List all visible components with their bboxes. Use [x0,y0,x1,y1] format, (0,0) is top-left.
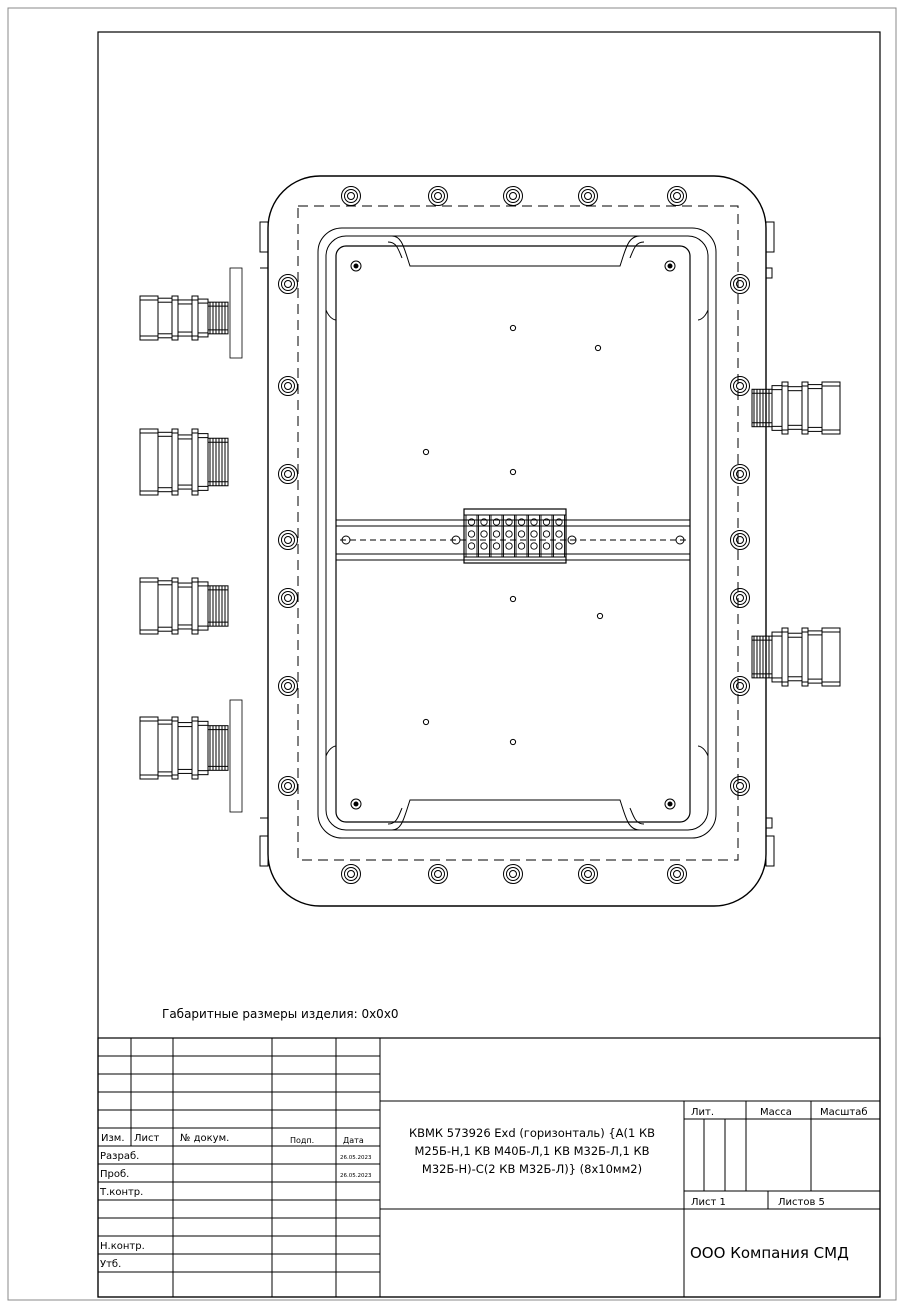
bolt [341,186,361,206]
terminal [515,514,528,558]
bolt [278,530,298,550]
terminal [553,514,565,558]
lit-label: Лит. [691,1107,714,1118]
terminal [528,514,540,558]
terminal [478,514,490,558]
bolt [278,464,298,484]
bolt [341,864,361,884]
cable-gland [139,295,229,341]
flange-bolts [278,186,750,884]
scale-label: Масштаб [820,1107,868,1118]
bolt [428,864,448,884]
terminal [540,514,553,558]
terminal-block [465,514,565,558]
bolt [730,776,750,796]
bolt [667,186,687,206]
bolt [503,186,523,206]
outer-border [7,7,897,1301]
terminal [465,514,478,558]
cable-gland [139,428,229,496]
header-doc-no: № докум. [180,1133,229,1144]
terminal [490,514,503,558]
cable-gland [139,577,229,635]
bracket [229,267,243,359]
bolt [278,776,298,796]
bolt [730,588,750,608]
cable-gland [751,627,841,687]
bolt [278,376,298,396]
header-date: Дата [343,1136,364,1145]
dimensions-note: Габаритные размеры изделия: 0x0x0 [162,1007,399,1021]
bolt [278,274,298,294]
bolt [278,676,298,696]
bolt [730,274,750,294]
mass-label: Масса [760,1107,792,1118]
title-line-1: КВМК 573926 Exd (горизонталь) {А(1 КВ [409,1126,655,1140]
bolt [428,186,448,206]
sheet-label: Лист 1 [691,1197,726,1208]
role-developed: Разраб. [100,1151,139,1162]
title-block [97,1037,881,1298]
bolt [730,464,750,484]
bolt [503,864,523,884]
cable-gland [751,381,841,435]
company-name: ООО Компания СМД [690,1244,849,1262]
date-checked: 26.05.2023 [340,1173,372,1179]
cable-gland [139,716,229,780]
title-line-3: М32Б-Н)-С(2 КВ М32Б-Л)} (8х10мм2) [422,1162,642,1176]
sheets-label: Листов 5 [778,1197,825,1208]
plate-holes [350,260,676,810]
role-checked: Проб. [100,1169,129,1180]
cable-glands [139,267,841,813]
enclosure [259,175,775,907]
bracket [229,699,243,813]
bolt [578,864,598,884]
header-sheet: Лист [134,1133,160,1144]
bolt [730,376,750,396]
bolt [278,588,298,608]
bolt [667,864,687,884]
title-line-2: М25Б-Н,1 КВ М40Б-Л,1 КВ М32Б-Л,1 КВ [414,1144,649,1158]
role-approved: Утб. [100,1259,121,1270]
bolt [730,530,750,550]
bolt [730,676,750,696]
date-developed: 26.05.2023 [340,1155,372,1161]
role-tech-control: Т.контр. [99,1187,143,1198]
header-sign: Подп. [290,1136,314,1145]
role-norm-control: Н.контр. [100,1241,145,1252]
header-change: Изм. [101,1133,125,1144]
bolt [578,186,598,206]
terminal [503,514,515,558]
title-block-text: Изм. Лист № докум. Подп. Дата Разраб. 26… [99,1107,868,1270]
